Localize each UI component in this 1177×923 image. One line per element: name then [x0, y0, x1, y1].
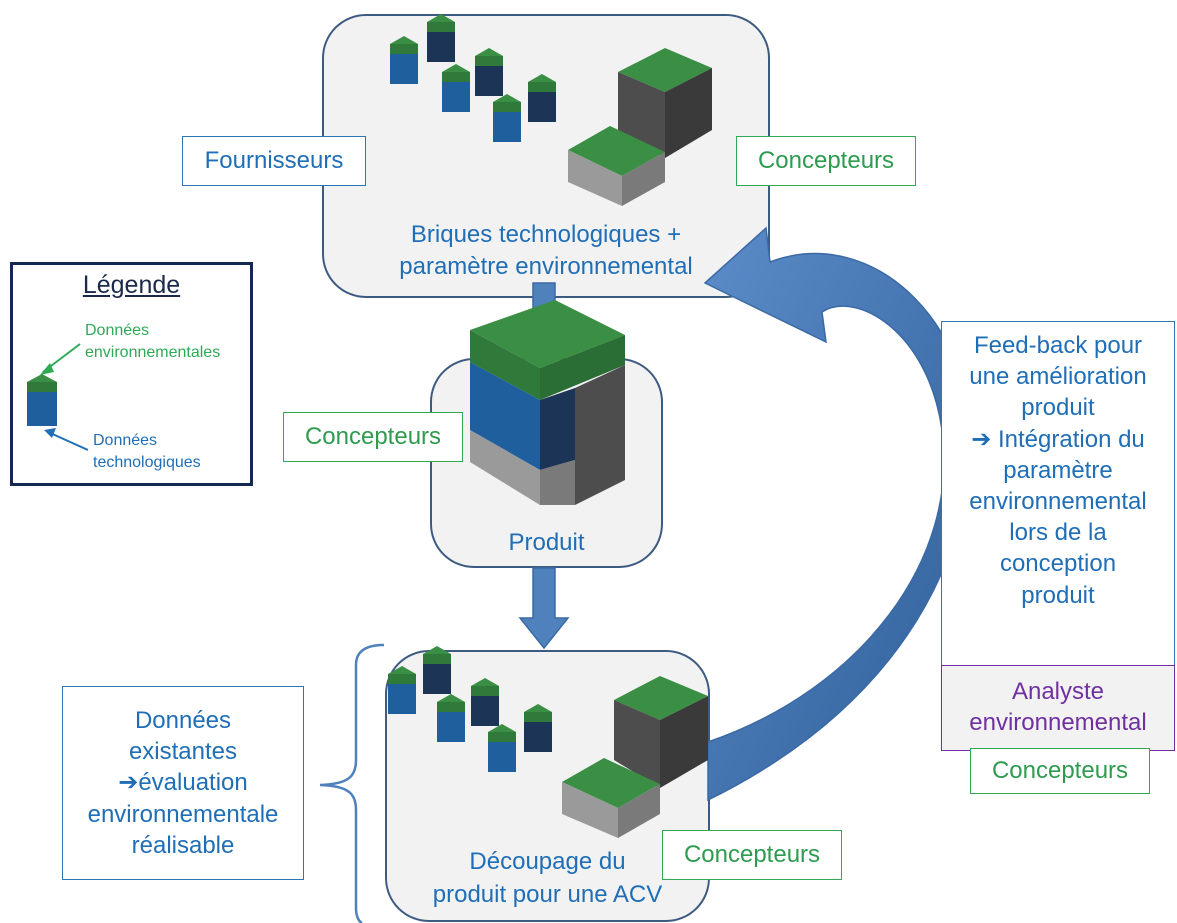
legend-title: Légende [82, 271, 181, 299]
feedback-box: Feed-back pour une amélioration produit … [941, 321, 1175, 665]
legend-box: Légende Données environnementales Donnée… [10, 262, 253, 486]
bottom-caption-line2: produit pour une ACV [432, 881, 663, 908]
flat-gray-brick [562, 758, 660, 838]
legend-env-label: Données environnementales [85, 322, 221, 361]
fournisseurs-label: Fournisseurs [182, 136, 366, 186]
legend-graphics [27, 343, 89, 451]
bracket [319, 643, 385, 923]
small-brick [390, 36, 418, 84]
concepteurs-label-bottom: Concepteurs [662, 830, 842, 880]
small-brick [442, 64, 470, 112]
analyst-box: Analyste environnemental [941, 665, 1175, 751]
small-brick [475, 48, 503, 96]
flat-gray-brick [568, 126, 665, 206]
small-brick [423, 646, 451, 694]
small-brick [524, 704, 552, 752]
small-brick [437, 694, 465, 742]
small-brick [528, 74, 556, 122]
legend-brick [27, 374, 57, 426]
top-caption-line1: Briques technologiques + [410, 221, 682, 248]
bottom-caption-line1: Découpage du [469, 848, 626, 875]
concepteurs-label-top: Concepteurs [736, 136, 916, 186]
produit-caption: Produit [508, 529, 585, 556]
down-arrow-2 [518, 567, 570, 650]
top-caption-line2: paramètre environnemental [399, 253, 693, 280]
existing-data-box: Données existantes ➔évaluation environne… [62, 686, 304, 880]
small-brick [493, 94, 521, 142]
concepteurs-label-right: Concepteurs [970, 748, 1150, 794]
large-dark-brick [614, 676, 708, 788]
small-brick [427, 14, 455, 62]
small-brick [488, 724, 516, 772]
concepteurs-label-middle: Concepteurs [283, 412, 463, 462]
small-brick [471, 678, 499, 726]
legend-tech-label: Données technologiques [93, 432, 201, 471]
feedback-curved-arrow [703, 226, 973, 802]
legend-tech-arrow [47, 431, 89, 451]
small-brick [388, 666, 416, 714]
